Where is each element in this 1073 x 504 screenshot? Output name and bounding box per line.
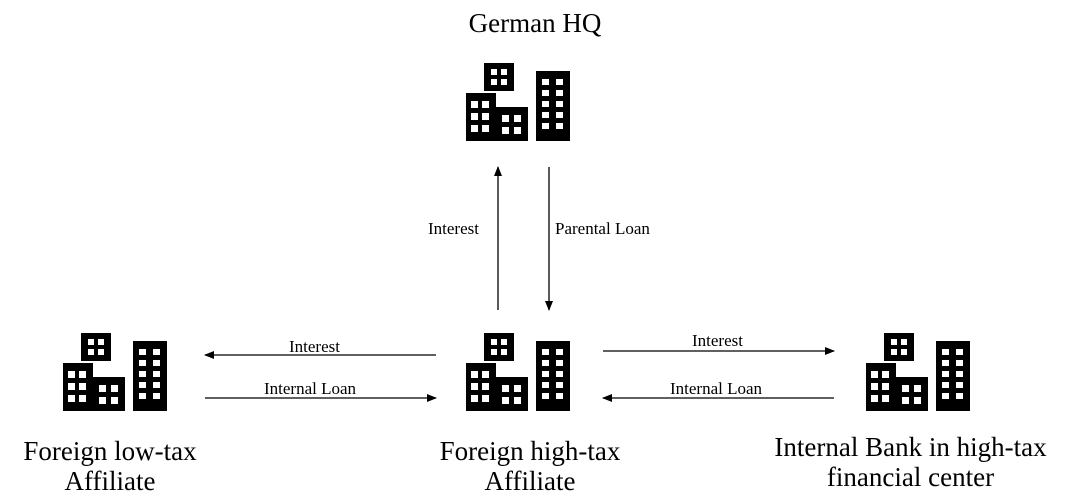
bank-building-icon xyxy=(866,333,970,411)
edge-label-internal-loan-low-tax: Internal Loan xyxy=(264,379,357,398)
high-tax-affiliate-label: Foreign high-tax Affiliate xyxy=(439,436,621,496)
hq-label: German HQ xyxy=(468,8,602,38)
low-tax-affiliate-label: Foreign low-tax Affiliate xyxy=(23,436,197,496)
high-tax-building-icon xyxy=(466,333,570,411)
edge-label-parental-loan: Parental Loan xyxy=(555,219,650,238)
edge-label-internal-loan-bank: Internal Loan xyxy=(670,379,763,398)
edge-label-interest-low-tax: Interest xyxy=(289,337,340,356)
internal-bank-label: Internal Bank in high-tax financial cent… xyxy=(774,432,1047,492)
edge-label-interest-bank: Interest xyxy=(692,331,743,350)
edge-label-interest-hq: Interest xyxy=(428,219,479,238)
hq-building-icon xyxy=(466,63,570,141)
low-tax-building-icon xyxy=(63,333,167,411)
